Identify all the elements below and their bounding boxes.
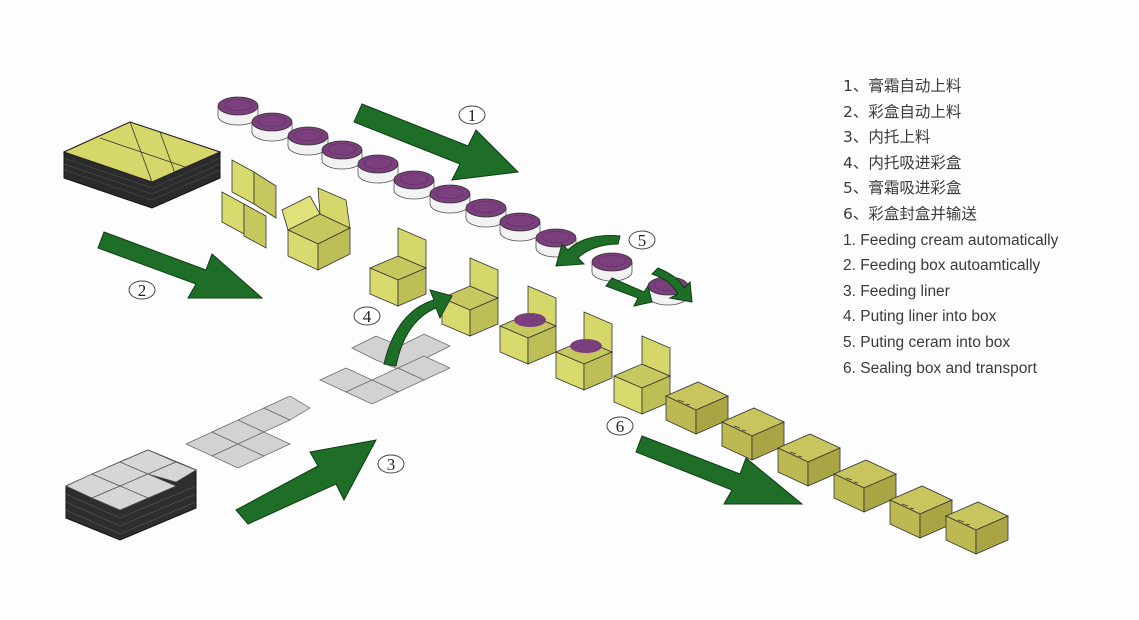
legend-zh-4: 4、内托吸进彩盒 <box>843 153 962 172</box>
legend-zh-5: 5、膏霜吸进彩盒 <box>843 179 962 198</box>
legend-zh-3: 3、内托上料 <box>843 128 931 147</box>
legend-en-2: 2. Feeding box autoamtically <box>843 257 1041 275</box>
step-label-1: 1 <box>458 105 486 125</box>
legend-en-3: 3. Feeding liner <box>843 282 950 300</box>
arrow-step-6 <box>635 435 804 505</box>
step-number-2: 2 <box>138 281 147 300</box>
legend-zh-2: 2、彩盒自动上料 <box>843 102 962 121</box>
legend-en-1: 1. Feeding cream automatically <box>843 231 1059 249</box>
step-label-6: 6 <box>606 416 634 436</box>
flat-box-stack <box>62 121 222 209</box>
arrow-step-2 <box>97 231 264 299</box>
step-number-1: 1 <box>468 106 477 125</box>
step-label-5: 5 <box>628 230 656 250</box>
jar-in-box <box>514 313 602 353</box>
process-legend: 1、膏霜自动上料 2、彩盒自动上料 3、内托上料 4、内托吸进彩盒 5、膏霜吸进… <box>843 74 1133 381</box>
arrow-step-1 <box>353 103 520 181</box>
step-number-3: 3 <box>387 455 396 474</box>
legend-zh-1: 1、膏霜自动上料 <box>843 77 962 95</box>
liner-sheets <box>185 333 451 469</box>
step-label-3: 3 <box>377 454 405 474</box>
cream-jar-row <box>217 96 689 306</box>
legend-en-5: 5. Puting ceram into box <box>843 333 1011 351</box>
legend-en-4: 4. Puting liner into box <box>843 308 997 326</box>
step-number-4: 4 <box>363 307 372 326</box>
legend-zh-6: 6、彩盒封盒并输送 <box>843 204 977 223</box>
step-number-5: 5 <box>638 231 647 250</box>
arrow-step-4 <box>383 289 453 367</box>
unfolding-box-1 <box>221 159 277 249</box>
arrow-step-5 <box>555 235 693 307</box>
liner-stack <box>65 449 197 541</box>
step-number-6: 6 <box>616 417 625 436</box>
arrow-step-3 <box>235 439 377 525</box>
legend-en-6: 6. Sealing box and transport <box>843 359 1037 377</box>
step-label-4: 4 <box>353 306 381 326</box>
unfolding-box-2 <box>281 187 351 271</box>
step-label-2: 2 <box>128 280 156 300</box>
